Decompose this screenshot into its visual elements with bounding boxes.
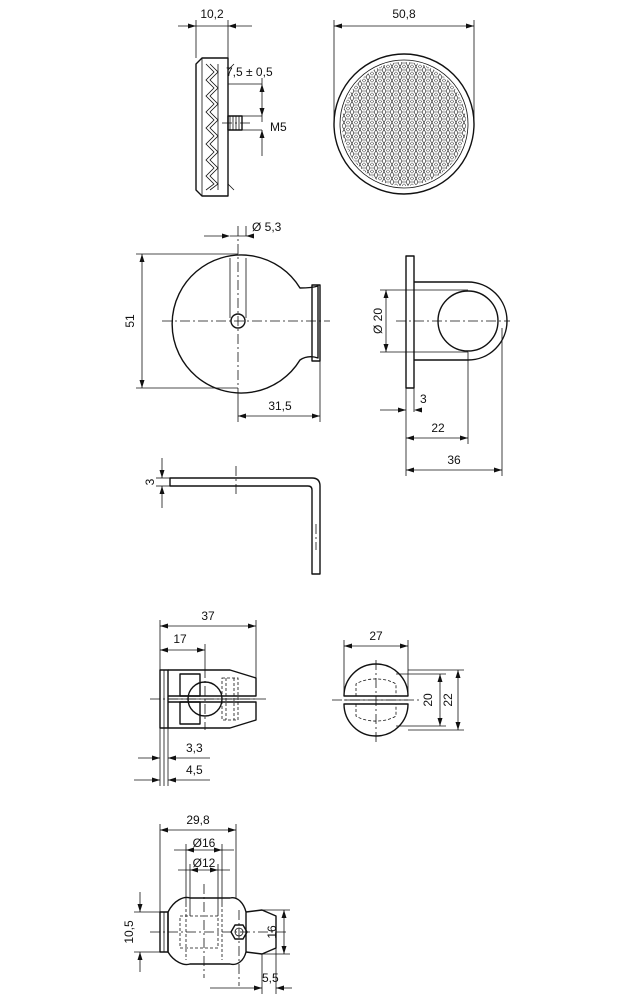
dim-text-10-5: 10,5 xyxy=(122,920,136,944)
dimension-dia-16: Ø16 xyxy=(174,836,234,904)
dim-text-10-2: 10,2 xyxy=(200,7,224,21)
clamp-end-view xyxy=(332,660,420,744)
dimension-4-5: 4,5 xyxy=(134,763,210,783)
dim-text-dia-5-3: Ø 5,3 xyxy=(252,220,282,234)
dimension-3-plate: 3 xyxy=(143,458,170,508)
bracket-loop-view xyxy=(396,255,510,389)
dim-text-4-5: 4,5 xyxy=(186,763,203,777)
dim-text-dia-12: Ø12 xyxy=(193,856,216,870)
dimension-m5: M5 xyxy=(242,120,287,156)
bracket-l-profile xyxy=(169,466,321,575)
dimension-dia-5-3: Ø 5,3 xyxy=(204,220,282,239)
dimension-10-2: 10,2 xyxy=(178,7,252,58)
dim-text-22-loop: 22 xyxy=(431,421,445,435)
bracket-front-view xyxy=(162,226,330,394)
dim-text-29-8: 29,8 xyxy=(186,813,210,827)
dim-text-3-plate: 3 xyxy=(143,478,157,485)
dim-text-17: 17 xyxy=(173,632,187,646)
clamp-side-view xyxy=(150,668,266,730)
dim-text-5-5: 5,5 xyxy=(262,971,279,985)
dim-text-22-clamp: 22 xyxy=(441,693,455,707)
dimension-3-3: 3,3 xyxy=(138,728,210,786)
dimension-51: 51 xyxy=(123,253,238,389)
dim-text-37: 37 xyxy=(201,609,215,623)
dim-text-dia-16: Ø16 xyxy=(193,836,216,850)
dimension-dia-20: Ø 20 xyxy=(371,289,468,353)
dimension-3-loop: 3 xyxy=(380,388,427,476)
dimension-22-clamp: 22 xyxy=(408,669,464,731)
dimension-22-loop: 22 xyxy=(406,352,469,444)
dimension-5-5: 5,5 xyxy=(210,948,292,994)
dim-text-3-loop: 3 xyxy=(420,392,427,406)
dimension-50-8: 50,8 xyxy=(333,7,475,124)
dim-text-50-8: 50,8 xyxy=(392,7,416,21)
dimension-29-8: 29,8 xyxy=(159,813,237,912)
dimension-27: 27 xyxy=(343,629,409,696)
reflector-front-view xyxy=(333,53,475,195)
dim-text-51: 51 xyxy=(123,314,137,328)
dimension-7-5: 7,5 ± 0,5 xyxy=(226,65,273,122)
dimension-10-5: 10,5 xyxy=(122,892,160,972)
dimension-17: 17 xyxy=(160,632,206,668)
dimension-20-clamp: 20 xyxy=(396,673,446,727)
dim-text-27: 27 xyxy=(369,629,383,643)
dim-text-dia-20: Ø 20 xyxy=(371,308,385,334)
dim-text-20-clamp: 20 xyxy=(421,693,435,707)
dim-text-16-nut: 16 xyxy=(265,925,279,939)
dim-text-3-3: 3,3 xyxy=(186,741,203,755)
dimension-dia-12: Ø12 xyxy=(178,856,230,916)
dimension-36: 36 xyxy=(406,328,503,476)
reflector-side-view xyxy=(195,57,252,197)
dimension-31-5: 31,5 xyxy=(237,361,321,422)
clamp-top-view xyxy=(150,884,286,986)
dim-text-m5: M5 xyxy=(270,120,287,134)
dim-text-36: 36 xyxy=(447,453,461,467)
dim-text-31-5: 31,5 xyxy=(268,399,292,413)
dimension-16-nut: 16 xyxy=(262,909,290,955)
dim-text-7-5: 7,5 ± 0,5 xyxy=(226,65,273,79)
dimension-37: 37 xyxy=(159,609,257,678)
